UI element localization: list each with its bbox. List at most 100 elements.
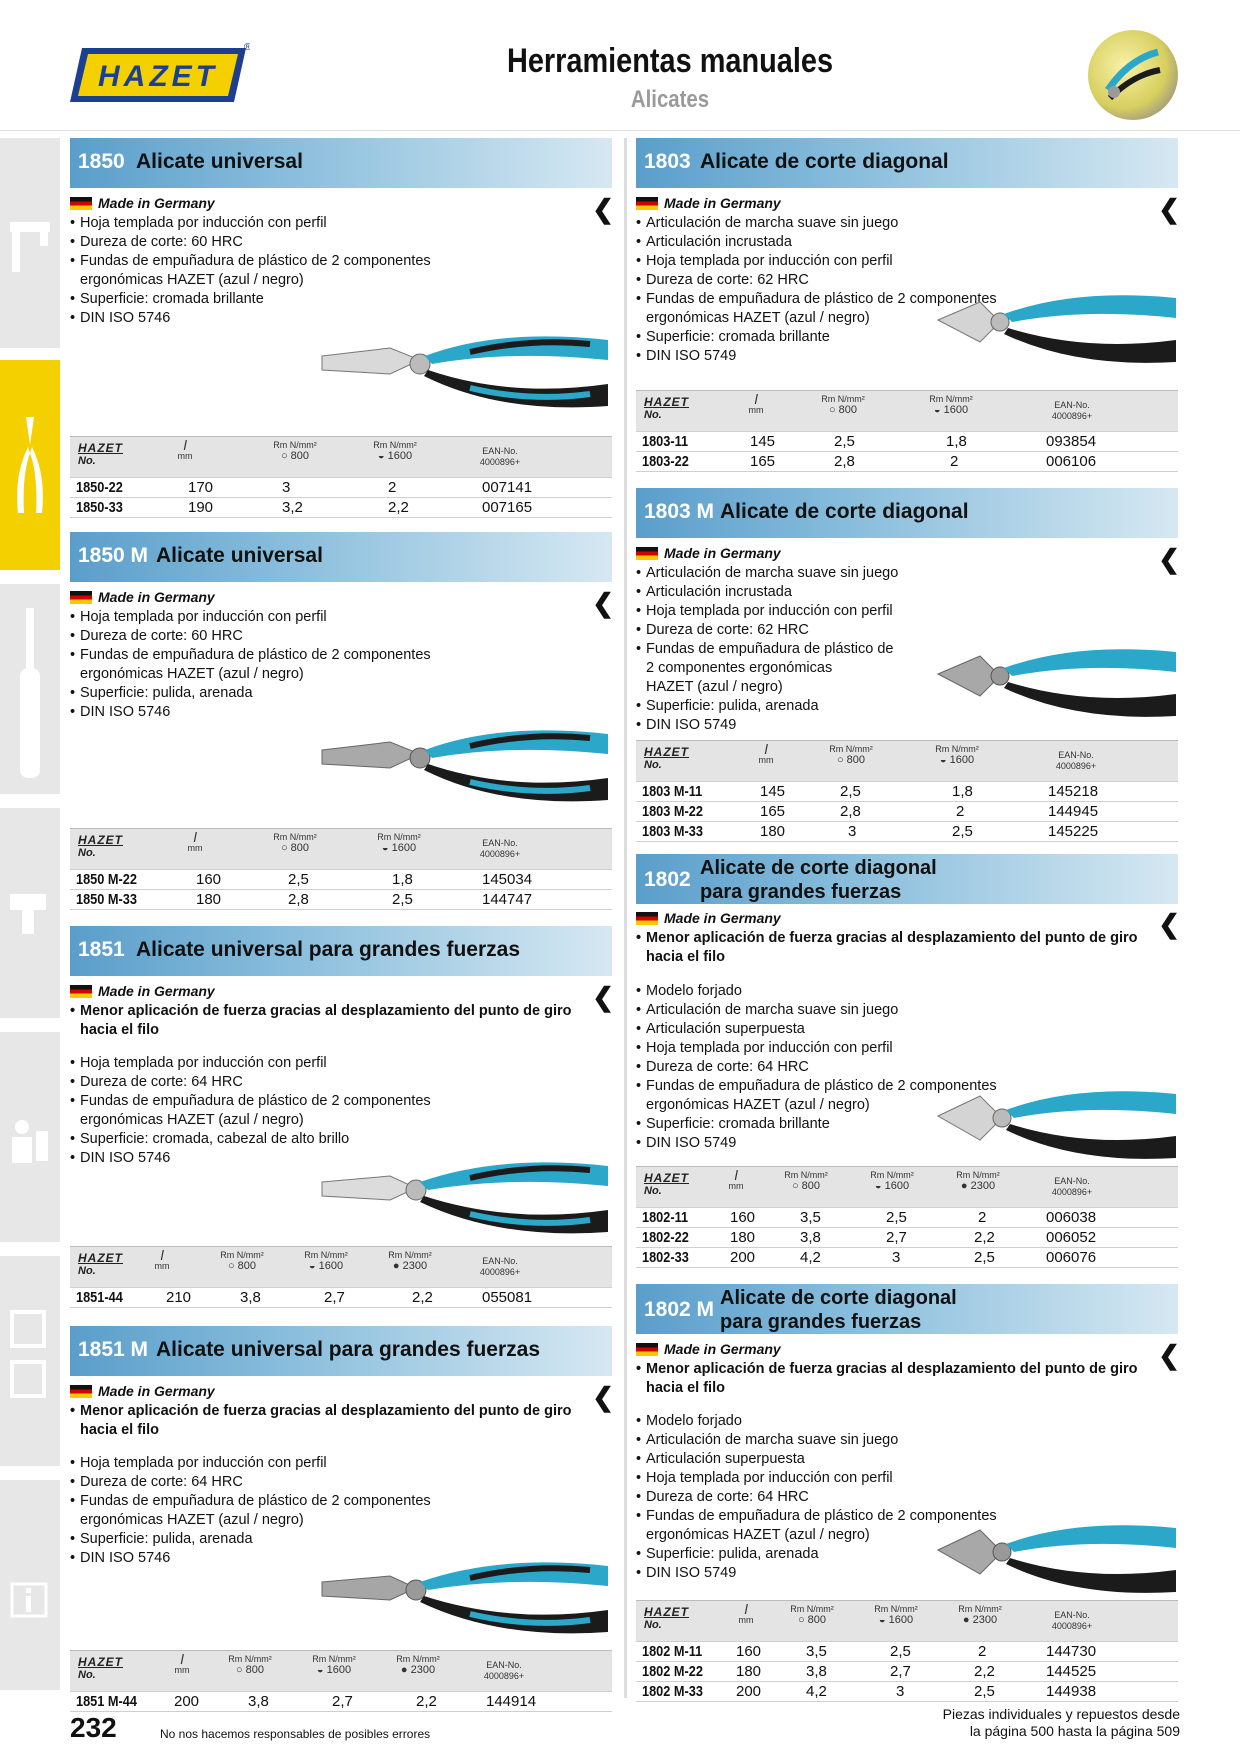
new-marker-icon: ❮ <box>1158 909 1180 939</box>
german-flag-icon <box>636 547 658 560</box>
diagonal-cutter-image <box>936 295 1176 363</box>
section-1851: 1851 Alicate universal para grandes fuer… <box>70 926 614 1316</box>
pliers-icon <box>17 417 43 513</box>
german-flag-icon <box>70 591 92 604</box>
section-1851m: 1851 M Alicate universal para grandes fu… <box>70 1326 614 1716</box>
feature-list-bold: Menor aplicación de fuerza gracias al de… <box>70 1002 590 1040</box>
page-subtitle: Alicates <box>630 86 710 113</box>
feature-list: Articulación de marcha suave sin juego A… <box>636 214 1156 366</box>
disclaimer: No nos hacemos responsables de posibles … <box>160 1727 431 1741</box>
header-divider <box>0 130 1240 131</box>
tab-workbench[interactable] <box>0 138 60 348</box>
section-1803: 1803 Alicate de corte diagonal Made in G… <box>636 138 1180 478</box>
feature-list: Hoja templada por inducción con perfil D… <box>70 608 590 722</box>
article-name: Alicate universal para grandes fuerzas <box>136 938 520 961</box>
section-1850: 1850 Alicate universal Made in Germany ❮… <box>70 138 614 518</box>
heavy-diagonal-cutter-image <box>936 1091 1176 1159</box>
article-number: 1851 M <box>78 1338 149 1361</box>
heavy-diagonal-cutter-image <box>936 1525 1176 1593</box>
german-flag-icon <box>636 197 658 210</box>
section-header: 1851 Alicate universal para grandes fuer… <box>70 926 612 976</box>
article-name: Alicate de corte diagonal <box>700 857 937 879</box>
trolley-icon <box>10 1310 46 1398</box>
feature-list-bold: Menor aplicación de fuerza gracias al de… <box>636 1360 1156 1398</box>
feature-list: Modelo forjado Articulación de marcha su… <box>636 1412 1156 1583</box>
section-header: 1802 M Alicate de corte diagonal para gr… <box>636 1284 1178 1334</box>
diagonal-cutter-image <box>936 649 1176 717</box>
article-number: 1802 M <box>644 1298 715 1321</box>
tab-tool-trolleys[interactable] <box>0 1256 60 1466</box>
made-in-germany: Made in Germany <box>70 589 215 605</box>
combination-pliers-image <box>321 336 608 408</box>
article-name: Alicate universal <box>156 544 323 567</box>
tab-pliers[interactable] <box>0 360 60 570</box>
section-header: 1850 M Alicate universal <box>70 532 612 582</box>
spare-parts-note: Piezas individuales y repuestos desde la… <box>942 1706 1180 1739</box>
section-header: 1851 M Alicate universal para grandes fu… <box>70 1326 612 1376</box>
tab-workshop-service[interactable] <box>0 1032 60 1242</box>
new-marker-icon: ❮ <box>592 982 614 1012</box>
new-marker-icon: ❮ <box>592 588 614 618</box>
article-name-line2: para grandes fuerzas <box>720 1311 922 1333</box>
section-1803m: 1803 M Alicate de corte diagonal Made in… <box>636 488 1180 842</box>
article-name: Alicate universal <box>136 150 303 173</box>
section-header: 1803 M Alicate de corte diagonal <box>636 488 1178 538</box>
tab-power-tools[interactable] <box>0 808 60 1018</box>
section-1802m: 1802 M Alicate de corte diagonal para gr… <box>636 1284 1180 1704</box>
section-header: 1850 Alicate universal <box>70 138 612 188</box>
section-header: 1802 Alicate de corte diagonal para gran… <box>636 854 1178 904</box>
made-in-germany: Made in Germany <box>636 1341 781 1357</box>
section-header: 1803 Alicate de corte diagonal <box>636 138 1178 188</box>
article-number: 1850 M <box>78 544 149 567</box>
feature-list: Hoja templada por inducción con perfil D… <box>70 1454 590 1568</box>
page-number: 232 <box>70 1712 117 1743</box>
feature-list: Modelo forjado Articulación de marcha su… <box>636 982 1156 1153</box>
workbench-icon <box>10 222 50 272</box>
made-in-germany: Made in Germany <box>70 983 215 999</box>
category-thumbnail <box>1088 30 1178 120</box>
article-name: Alicate de corte diagonal <box>720 500 969 523</box>
feature-list-bold: Menor aplicación de fuerza gracias al de… <box>70 1402 590 1440</box>
section-1802: 1802 Alicate de corte diagonal para gran… <box>636 854 1180 1274</box>
article-name: Alicate universal para grandes fuerzas <box>156 1338 540 1361</box>
section-1850m: 1850 M Alicate universal Made in Germany… <box>70 532 614 912</box>
feature-list: Hoja templada por inducción con perfil D… <box>70 1054 590 1168</box>
article-number: 1802 <box>644 868 691 891</box>
mechanic-icon <box>12 1120 48 1163</box>
article-number: 1851 <box>78 938 125 961</box>
tab-screwdrivers[interactable] <box>0 584 60 794</box>
german-flag-icon <box>636 912 658 925</box>
article-number: 1803 <box>644 150 691 173</box>
made-in-germany: Made in Germany <box>636 195 781 211</box>
screwdriver-icon <box>20 608 40 778</box>
article-number: 1850 <box>78 150 125 173</box>
tab-info[interactable] <box>0 1480 60 1690</box>
made-in-germany: Made in Germany <box>70 1383 215 1399</box>
impact-wrench-icon <box>10 894 46 934</box>
feature-list: Hoja templada por inducción con perfil D… <box>70 214 590 328</box>
